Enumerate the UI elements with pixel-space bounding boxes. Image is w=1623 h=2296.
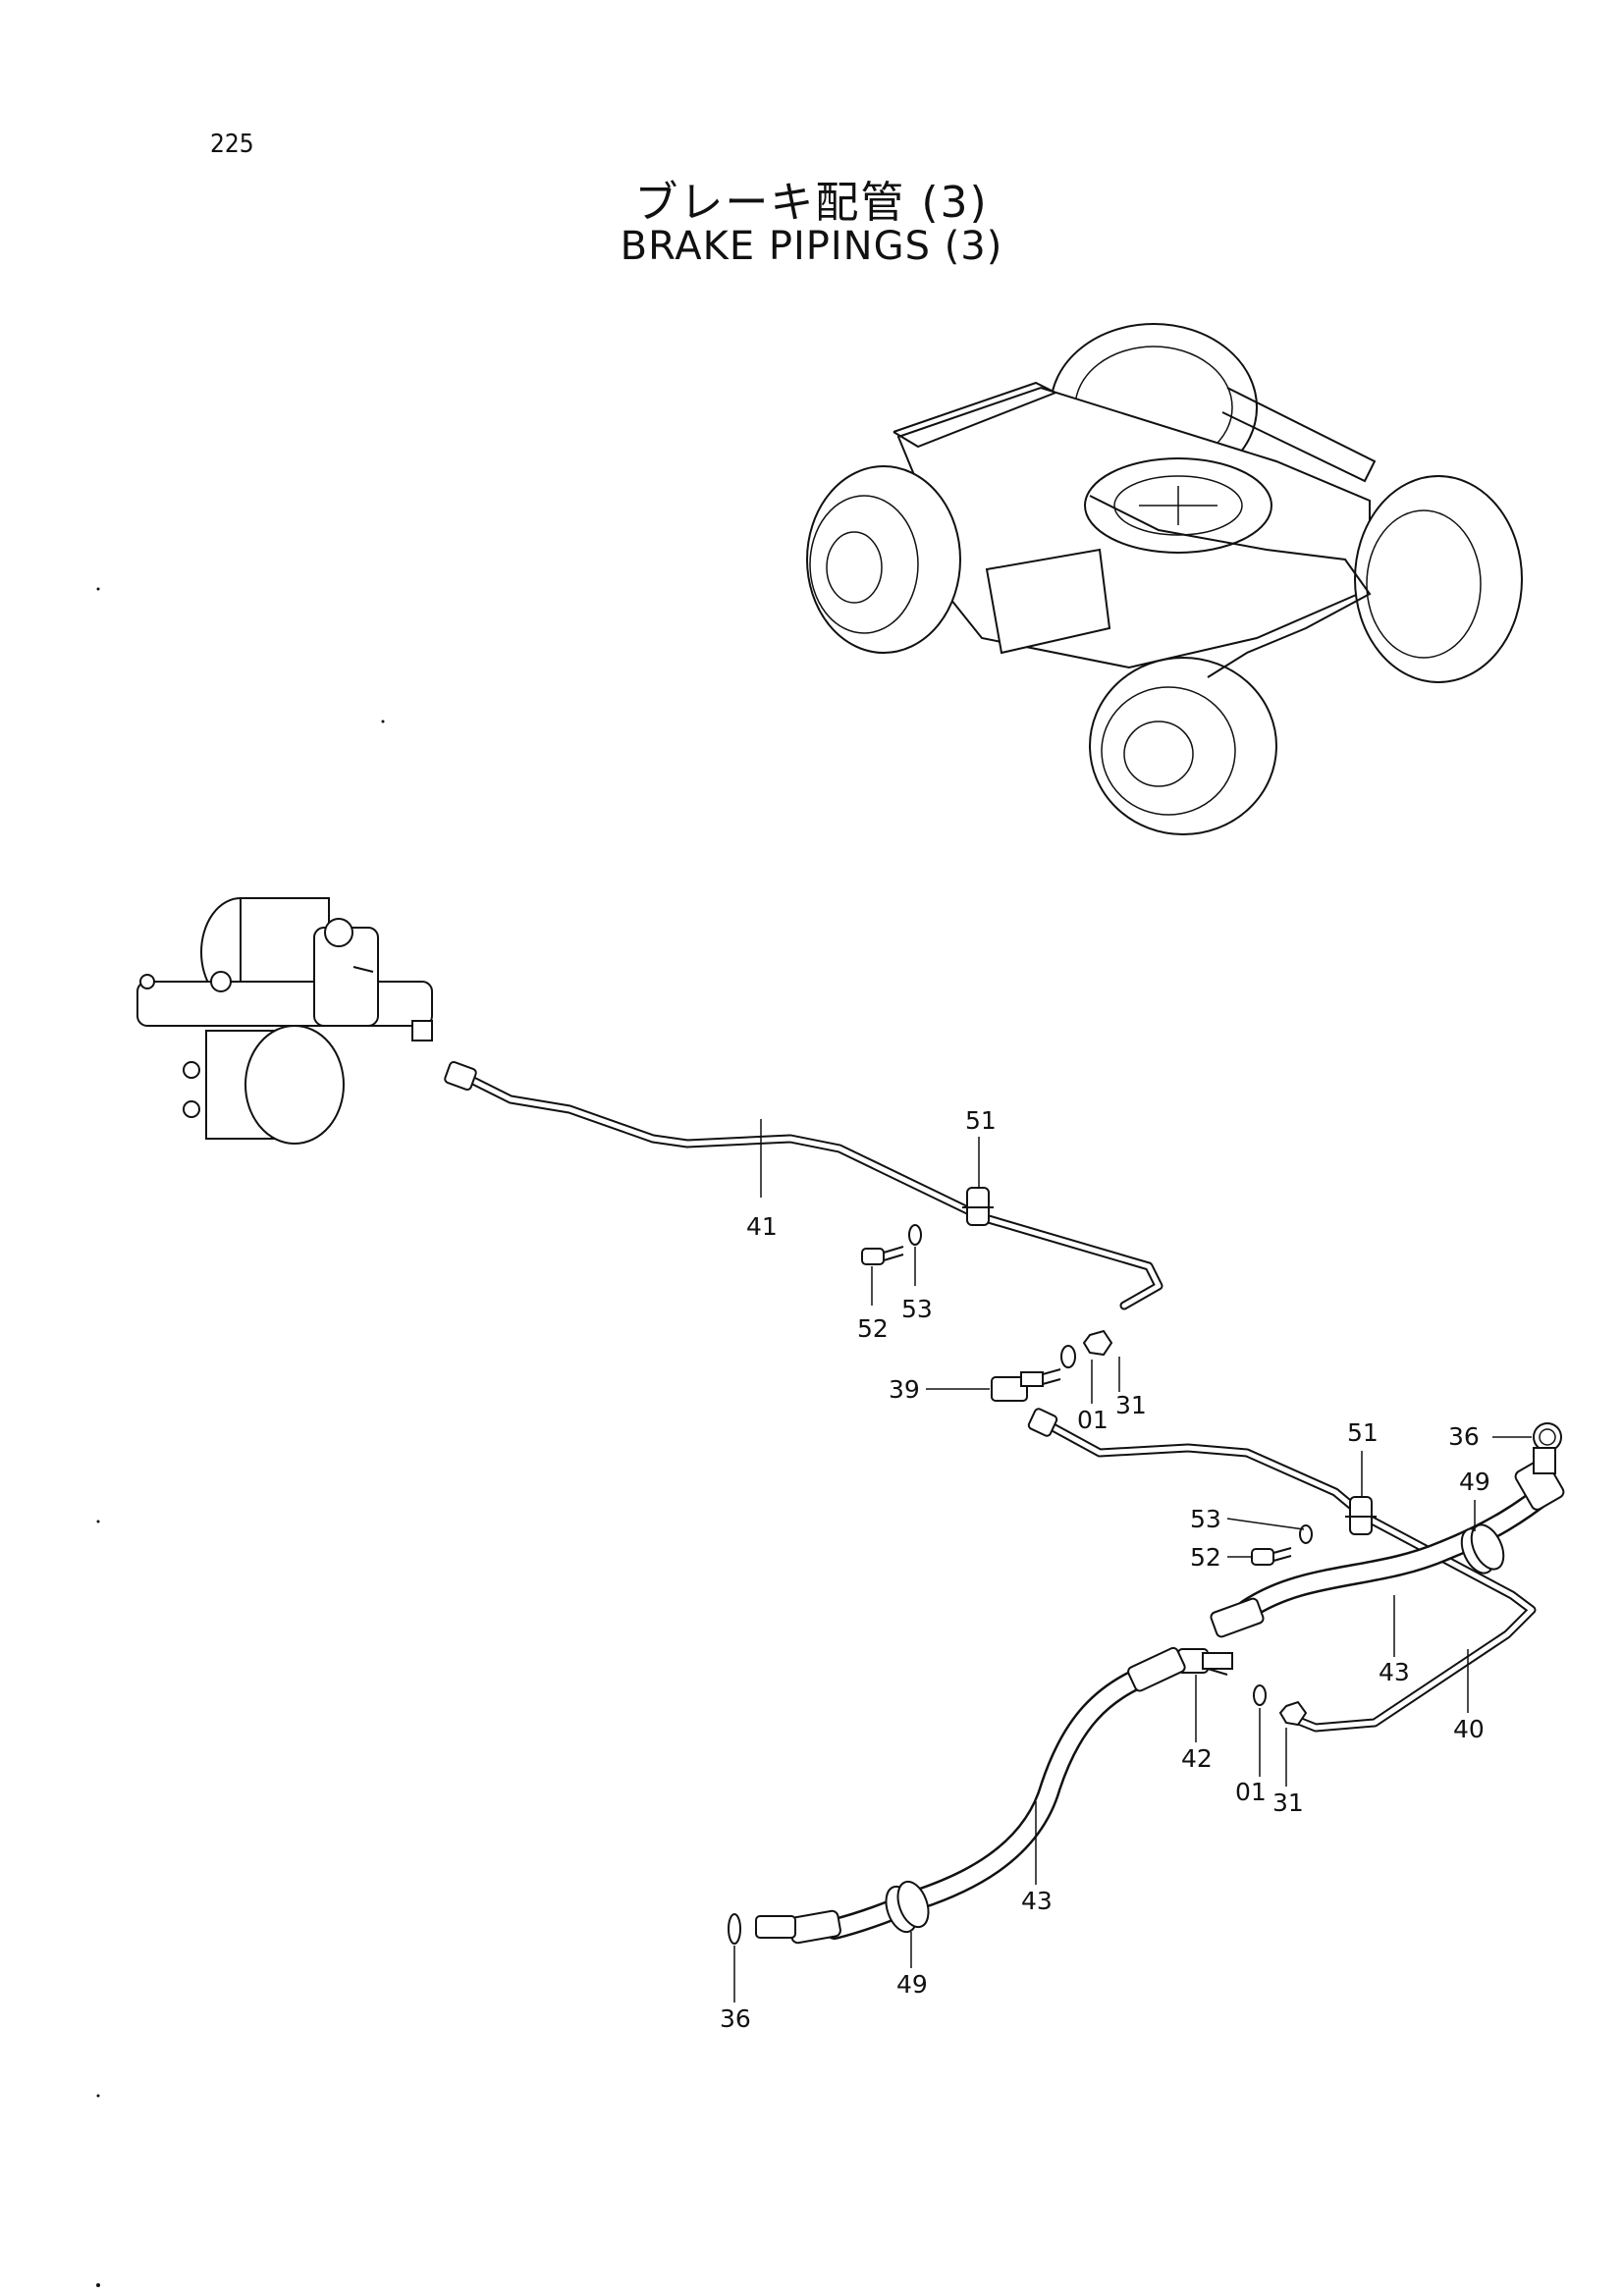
callout-36-lower: 36 (720, 2004, 751, 2033)
callout-31-upper: 31 (1115, 1391, 1147, 1419)
tire-rear-right (1354, 475, 1523, 683)
leader-lines (733, 1119, 1532, 2002)
bolt-52-upper (861, 1246, 904, 1265)
callout-43-lower: 43 (1021, 1887, 1053, 1915)
pipe-clamp-51-lower (1345, 1496, 1377, 1535)
master-cylinder (136, 918, 433, 1041)
brake-chamber-lower (183, 1025, 345, 1145)
callout-01-upper: 01 (1077, 1406, 1109, 1434)
hose-clamp-49-lower (885, 1880, 930, 1934)
scan-marks (96, 587, 385, 2287)
brake-valve-assembly (136, 897, 433, 1145)
washer-01-lower (1253, 1684, 1267, 1706)
callout-53-upper: 53 (901, 1295, 933, 1323)
callout-43-upper: 43 (1379, 1658, 1410, 1686)
turntable-ring (1084, 457, 1272, 554)
page-number: 225 (210, 130, 254, 159)
o-ring-36-lower (728, 1913, 741, 1945)
callout-52-lower: 52 (1190, 1543, 1221, 1572)
hose-fitting-upper (1514, 1447, 1565, 1511)
diagram-title-english: BRAKE PIPINGS (3) (620, 224, 1003, 269)
tank-box (985, 548, 1111, 655)
machine-overview-illustration (806, 323, 1523, 835)
tire-front-left (806, 465, 961, 654)
pipe-clamp-51-upper (962, 1187, 994, 1226)
callout-40: 40 (1453, 1715, 1485, 1743)
washer-53-upper (908, 1224, 922, 1246)
elbow-fitting-39 (991, 1368, 1061, 1402)
bolt-52-lower (1251, 1547, 1292, 1566)
washer-01-upper (1060, 1345, 1076, 1368)
callout-51-upper: 51 (965, 1106, 997, 1135)
tee-fitting-42 (1177, 1648, 1233, 1676)
callout-39: 39 (889, 1375, 920, 1404)
callout-31-lower: 31 (1272, 1789, 1304, 1817)
brake-pipe-40 (1027, 1408, 1537, 1733)
callout-36-upper: 36 (1448, 1422, 1480, 1451)
callout-01-lower: 01 (1235, 1778, 1267, 1806)
washer-53-lower (1299, 1524, 1313, 1544)
hose-fitting-lower (755, 1909, 841, 1945)
callout-41: 41 (746, 1212, 778, 1241)
tire-front-bottom (1089, 657, 1277, 835)
callout-42: 42 (1181, 1744, 1213, 1773)
hose-clamp-49-upper (1460, 1523, 1505, 1575)
brake-hose-43-upper (1210, 1447, 1565, 1638)
callout-49-upper: 49 (1459, 1468, 1490, 1496)
callout-49-lower: 49 (896, 1970, 928, 1999)
nut-31-upper (1082, 1329, 1113, 1357)
o-ring-36-upper (1533, 1422, 1562, 1452)
callout-52-upper: 52 (857, 1314, 889, 1343)
callout-labels: 41 51 52 53 39 01 31 51 36 49 53 52 43 4… (720, 1106, 1490, 2033)
callout-53-lower: 53 (1190, 1505, 1221, 1533)
callout-51-lower: 51 (1347, 1418, 1379, 1447)
brake-pipe-41 (444, 1061, 1163, 1310)
diagram-title-japanese: ブレーキ配管 (3) (634, 178, 989, 228)
brake-hose-43-lower (755, 1646, 1186, 1945)
nut-31-lower (1278, 1700, 1308, 1727)
